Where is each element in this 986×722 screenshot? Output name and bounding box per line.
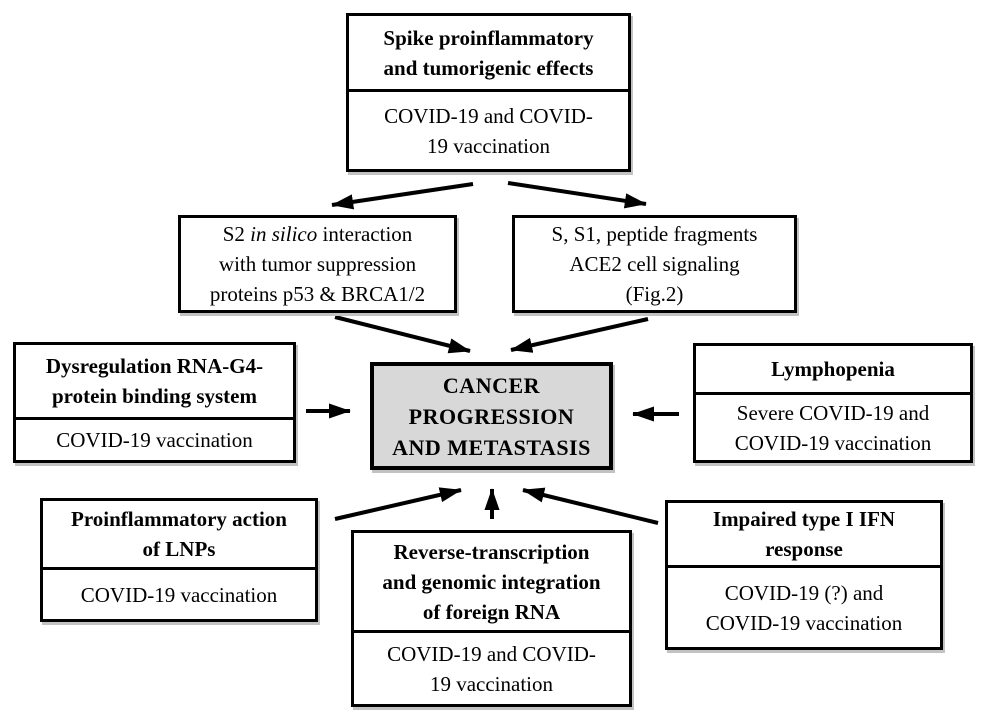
node-dysregulation-title: Dysregulation RNA-G4- protein binding sy… bbox=[45, 354, 264, 408]
node-ss1-signaling-section: S, S1, peptide fragments ACE2 cell signa… bbox=[515, 219, 794, 309]
node-lnp-action-title-section: Proinflammatory action of LNPs bbox=[43, 501, 315, 570]
arrow-ss1-to-center bbox=[510, 317, 649, 353]
node-ifn-response: Impaired type I IFN response COVID-19 (?… bbox=[665, 500, 943, 650]
node-spike-effects-body-section: COVID-19 and COVID- 19 vaccination bbox=[349, 92, 628, 169]
node-lnp-action-title: Proinflammatory action of LNPs bbox=[71, 507, 287, 561]
node-s2-text-pre: S2 bbox=[222, 222, 251, 246]
node-dysregulation-title-section: Dysregulation RNA-G4- protein binding sy… bbox=[16, 345, 293, 420]
arrow-lnp-to-center bbox=[334, 487, 462, 521]
node-ifn-response-title: Impaired type I IFN response bbox=[712, 507, 896, 561]
node-lnp-action-body: COVID-19 vaccination bbox=[80, 582, 278, 607]
node-dysregulation-body: COVID-19 vaccination bbox=[56, 428, 253, 452]
arrow-ifn-to-center bbox=[522, 487, 659, 525]
node-s2-text-post: interaction with tumor suppression prote… bbox=[209, 222, 426, 306]
node-ifn-response-body: COVID-19 (?) and COVID-19 vaccination bbox=[705, 580, 903, 635]
node-spike-effects-title: Spike proinflammatory and tumorigenic ef… bbox=[383, 25, 594, 80]
node-ifn-response-body-section: COVID-19 (?) and COVID-19 vaccination bbox=[668, 568, 940, 647]
node-ss1-signaling-text: S, S1, peptide fragments ACE2 cell signa… bbox=[551, 222, 758, 306]
node-lymphopenia-body: Severe COVID-19 and COVID-19 vaccination bbox=[734, 400, 932, 455]
node-ifn-response-title-section: Impaired type I IFN response bbox=[668, 503, 940, 568]
node-lnp-action-body-section: COVID-19 vaccination bbox=[43, 570, 315, 619]
node-s2-interaction-section: S2 in silico interaction with tumor supp… bbox=[181, 219, 454, 309]
arrow-spike-to-ss1 bbox=[507, 181, 647, 209]
node-reverse-transcription-body-section: COVID-19 and COVID- 19 vaccination bbox=[354, 633, 629, 704]
node-s2-interaction-text: S2 in silico interaction with tumor supp… bbox=[210, 219, 425, 309]
node-lymphopenia-body-section: Severe COVID-19 and COVID-19 vaccination bbox=[696, 395, 970, 460]
node-spike-effects-title-section: Spike proinflammatory and tumorigenic ef… bbox=[349, 16, 628, 92]
node-dysregulation: Dysregulation RNA-G4- protein binding sy… bbox=[13, 342, 296, 463]
node-cancer-progression-label: CANCER PROGRESSION AND METASTASIS bbox=[392, 372, 591, 460]
node-lymphopenia-title-section: Lymphopenia bbox=[696, 346, 970, 395]
node-cancer-progression: CANCER PROGRESSION AND METASTASIS bbox=[370, 362, 613, 470]
node-lymphopenia-title: Lymphopenia bbox=[771, 357, 895, 381]
node-reverse-transcription-title: Reverse-transcription and genomic integr… bbox=[382, 539, 601, 624]
node-s2-text-italic: in silico bbox=[250, 222, 318, 246]
node-reverse-transcription-title-section: Reverse-transcription and genomic integr… bbox=[354, 533, 629, 633]
arrow-spike-to-s2 bbox=[331, 182, 474, 210]
node-lymphopenia: Lymphopenia Severe COVID-19 and COVID-19… bbox=[693, 343, 973, 463]
node-spike-effects-body: COVID-19 and COVID- 19 vaccination bbox=[384, 103, 593, 158]
arrow-s2-to-center bbox=[334, 315, 471, 354]
node-lnp-action: Proinflammatory action of LNPs COVID-19 … bbox=[40, 498, 318, 622]
node-dysregulation-body-section: COVID-19 vaccination bbox=[16, 420, 293, 460]
node-s2-interaction: S2 in silico interaction with tumor supp… bbox=[178, 215, 457, 313]
node-reverse-transcription: Reverse-transcription and genomic integr… bbox=[351, 530, 632, 707]
node-spike-effects: Spike proinflammatory and tumorigenic ef… bbox=[346, 13, 631, 172]
node-ss1-signaling: S, S1, peptide fragments ACE2 cell signa… bbox=[512, 215, 797, 313]
node-reverse-transcription-body: COVID-19 and COVID- 19 vaccination bbox=[387, 641, 596, 696]
node-cancer-progression-section: CANCER PROGRESSION AND METASTASIS bbox=[374, 370, 609, 463]
